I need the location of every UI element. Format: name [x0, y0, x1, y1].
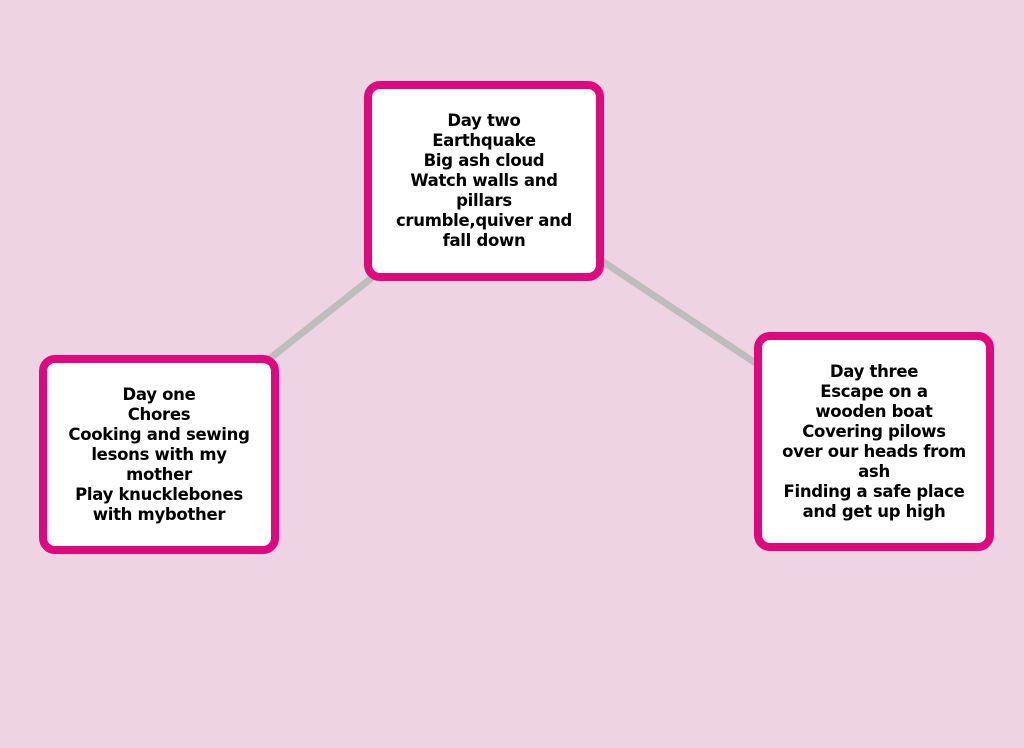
- node-text-line: Finding a safe place: [783, 481, 965, 501]
- node-text-line: over our heads from: [782, 441, 966, 461]
- node-text-line: crumble,quiver and: [395, 211, 573, 230]
- node-text-line: Big ash cloud: [423, 151, 545, 170]
- node-text-line: and get up high: [802, 501, 946, 521]
- node-text-line: with mybother: [92, 504, 226, 524]
- connector-day-two-to-day-one: [265, 273, 377, 363]
- node-text-line: Watch walls and: [410, 171, 558, 190]
- node-text-line: lesons with my: [91, 444, 227, 464]
- node-text-line: Escape on a: [820, 381, 928, 401]
- node-text-line: fall down: [442, 231, 526, 250]
- node-text-line: Cooking and sewing: [68, 424, 250, 444]
- node-text-line: Day two: [447, 111, 521, 130]
- node-text-line: Covering pilows: [802, 421, 946, 441]
- node-text-line: wooden boat: [815, 401, 933, 421]
- node-text-line: ash: [858, 461, 890, 481]
- node-text-line: Day one: [122, 384, 196, 404]
- node-text-line: Play knucklebones: [75, 484, 243, 504]
- node-text-line: Chores: [127, 404, 191, 424]
- node-text-line: mother: [126, 464, 192, 484]
- node-text-line: pillars: [456, 191, 512, 210]
- node-text-line: Day three: [829, 361, 919, 381]
- node-text-line: Earthquake: [432, 131, 536, 150]
- connector-day-two-to-day-three: [600, 258, 759, 367]
